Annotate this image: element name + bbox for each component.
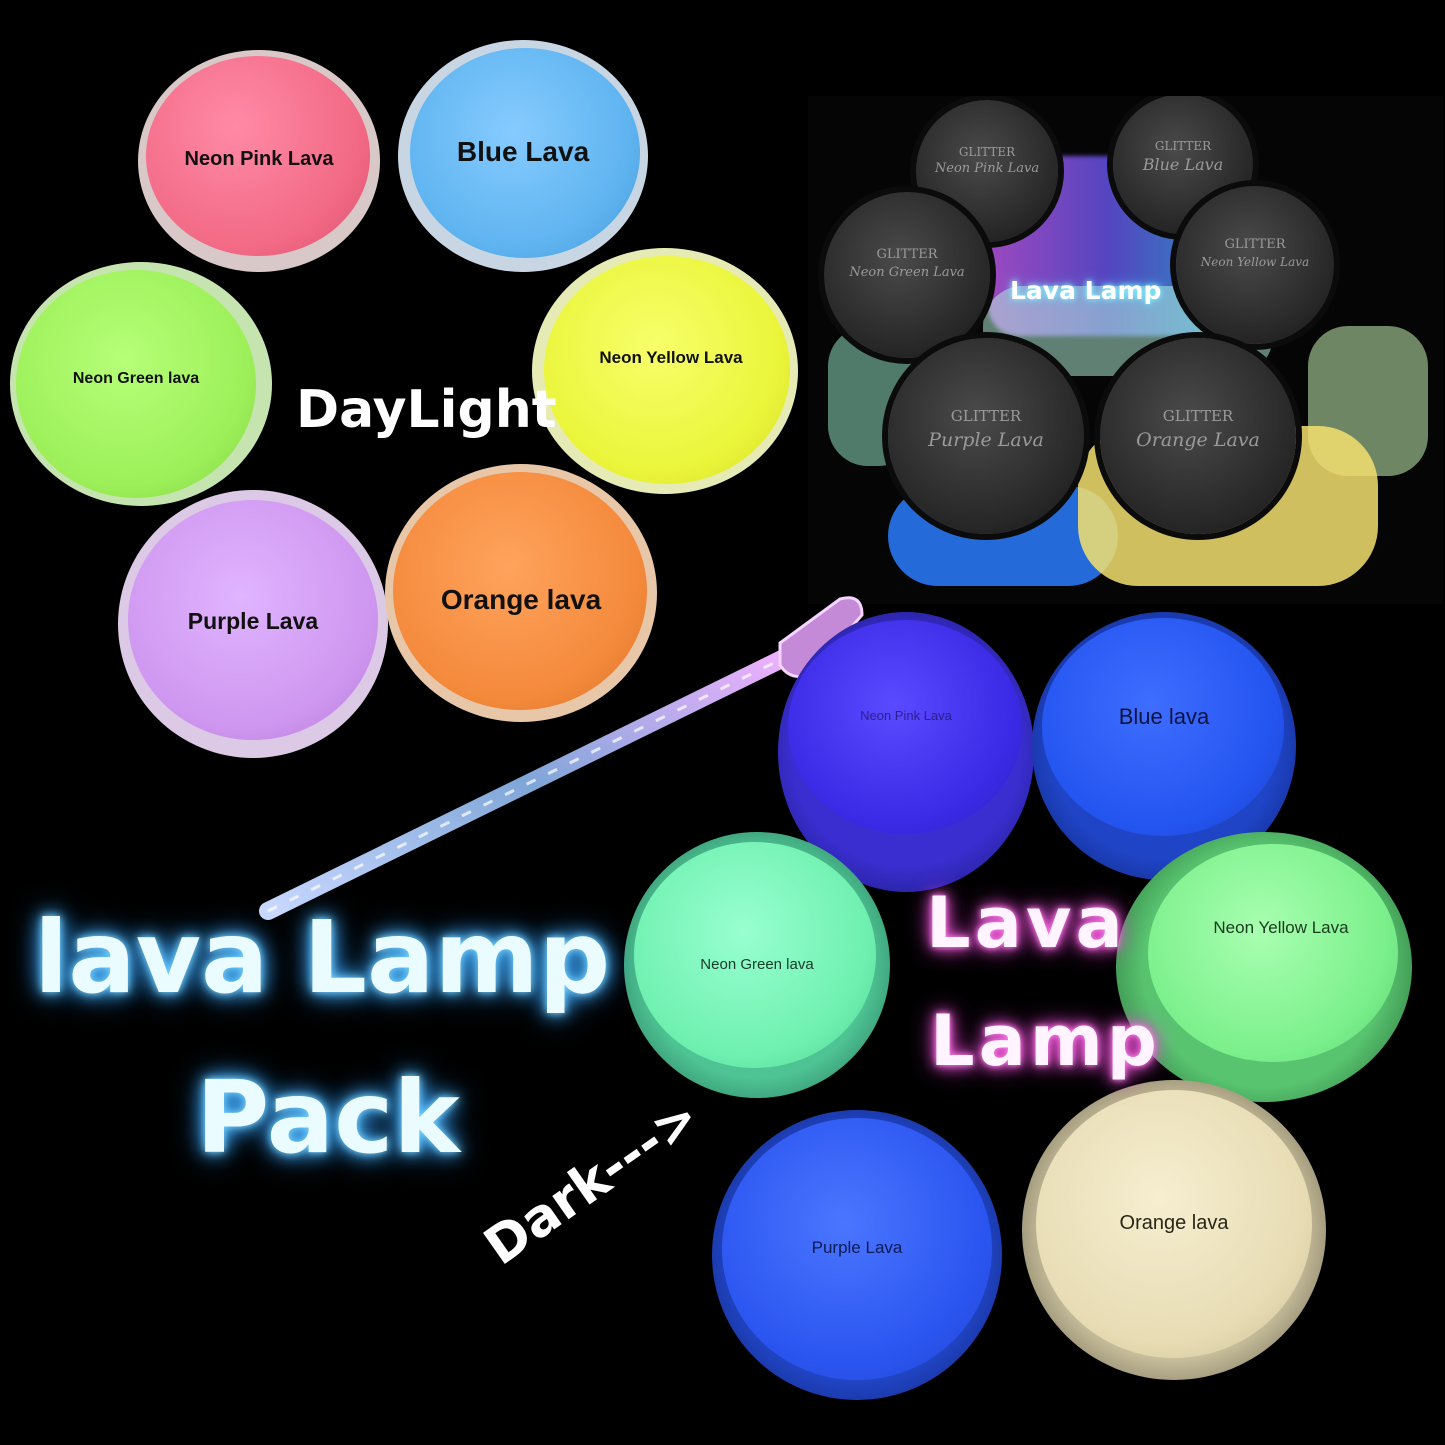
glow-photo-panel: GLITTER Neon Pink Lava GLITTER Blue Lava… xyxy=(808,96,1443,604)
jar-lid-name: Neon Green Lava xyxy=(849,265,965,280)
daylight-jar-label: Orange lava xyxy=(440,584,602,615)
black-jar-neon-green: GLITTER Neon Green Lava xyxy=(824,192,990,358)
dark-jar-purple: Purple Lava xyxy=(712,1110,1002,1400)
dark-jar-neon-pink: Neon Pink Lava xyxy=(778,612,1034,892)
photo-label: Lava Lamp xyxy=(1010,276,1162,305)
daylight-jar-orange: Orange lava xyxy=(385,464,657,722)
daylight-jar-label: Neon Green lava xyxy=(72,370,200,387)
dark-jar-label: Neon Pink Lava xyxy=(860,708,952,723)
daylight-jar-label: Neon Yellow Lava xyxy=(599,348,743,367)
jar-lid-name: Neon Yellow Lava xyxy=(1200,255,1310,269)
daylight-jar-neon-green: Neon Green lava xyxy=(10,262,272,506)
dark-jar-label: Purple Lava xyxy=(811,1238,903,1257)
lava-lamp-glow-line-2: Lamp xyxy=(930,1000,1161,1082)
dark-jar-neon-yellow: Neon Yellow Lava xyxy=(1116,832,1412,1102)
daylight-jar-label: Purple Lava xyxy=(187,608,319,634)
title-line-1: lava Lamp xyxy=(34,899,611,1016)
jar-lid-name: Orange Lava xyxy=(1136,429,1260,451)
black-jar-purple: GLITTER Purple Lava xyxy=(888,338,1084,534)
dark-jar-neon-green: Neon Green lava xyxy=(624,832,890,1098)
dark-label: Dark---> xyxy=(473,1086,711,1278)
daylight-jar-neon-pink: Neon Pink Lava xyxy=(138,50,380,272)
lava-lamp-glow-line-1: Lava xyxy=(926,882,1127,964)
black-jar-neon-yellow: GLITTER Neon Yellow Lava xyxy=(1176,186,1334,344)
jar-lid-name: Neon Pink Lava xyxy=(934,161,1040,176)
jar-lid-text: GLITTER xyxy=(876,247,938,262)
dark-jar-label: Orange lava xyxy=(1119,1212,1229,1234)
daylight-label: DayLight xyxy=(296,380,557,440)
black-jar-orange: GLITTER Orange Lava xyxy=(1100,338,1296,534)
dark-jar-label: Blue lava xyxy=(1118,704,1210,729)
jar-lid-text: GLITTER xyxy=(1154,139,1212,153)
daylight-jar-label: Blue Lava xyxy=(456,136,590,167)
jar-lid-name: Blue Lava xyxy=(1142,155,1224,174)
jar-lid-text: GLITTER xyxy=(1162,407,1234,425)
spoon-icon xyxy=(250,585,870,925)
title-line-2: Pack xyxy=(196,1059,460,1176)
jar-lid-text: GLITTER xyxy=(958,145,1016,159)
jar-lid-text: GLITTER xyxy=(950,407,1022,425)
daylight-jar-purple: Purple Lava xyxy=(118,490,388,758)
dark-jar-label: Neon Green lava xyxy=(700,956,814,973)
daylight-jar-neon-yellow: Neon Yellow Lava xyxy=(532,248,798,494)
dark-jar-orange: Orange lava xyxy=(1022,1080,1326,1380)
dark-jar-label: Neon Yellow Lava xyxy=(1213,918,1349,937)
jar-lid-text: GLITTER xyxy=(1224,237,1286,252)
daylight-jar-label: Neon Pink Lava xyxy=(184,148,334,170)
daylight-jar-blue: Blue Lava xyxy=(398,40,648,272)
jar-lid-name: Purple Lava xyxy=(928,429,1044,451)
